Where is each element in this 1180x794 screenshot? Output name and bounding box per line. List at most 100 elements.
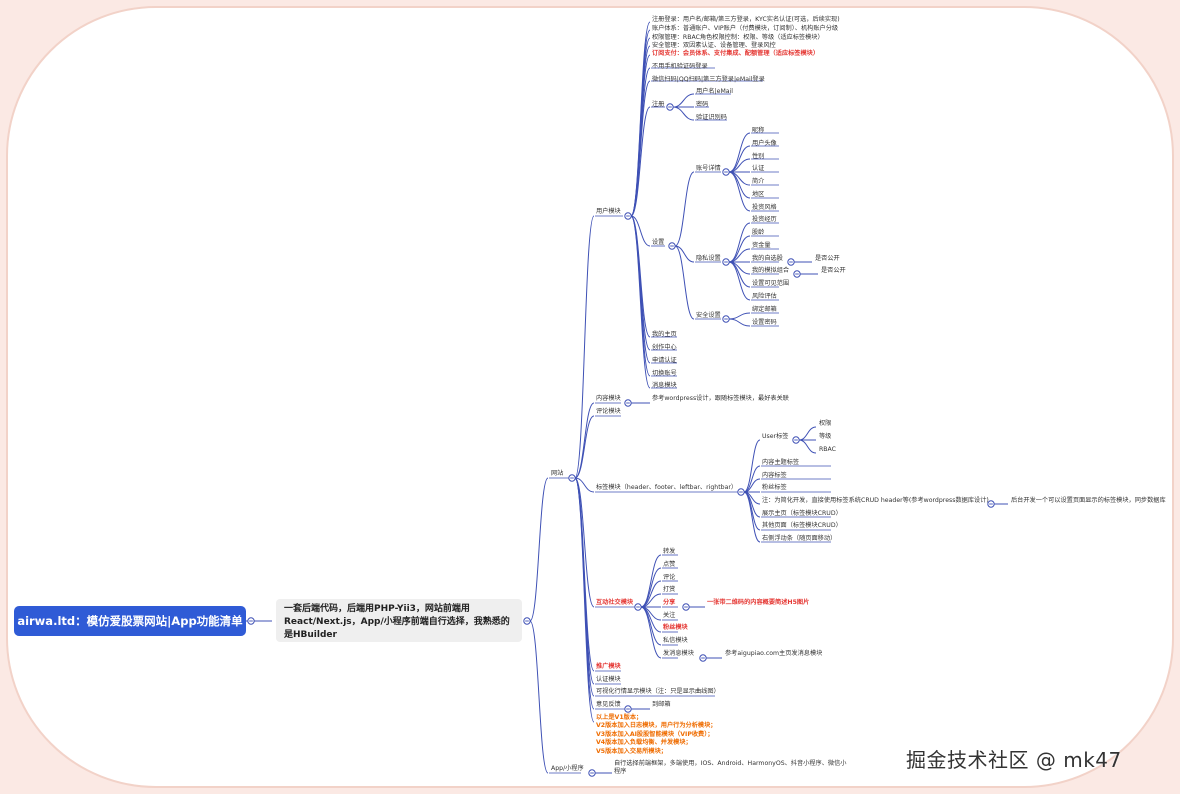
node-tag-item[interactable]: 展示主页（标签模块CRUD） [762, 510, 842, 517]
node-social-item[interactable]: 分享 [663, 599, 676, 606]
connector-line [728, 261, 751, 301]
node-privacy-item[interactable]: 设置可见范围 [752, 280, 790, 287]
node-tag-item[interactable]: 注：为简化开发，直接使用标签系统CRUD header等(参考wordpress… [762, 497, 989, 504]
node-social-item[interactable]: 评论 [663, 574, 676, 581]
node-register[interactable]: 注册 [652, 101, 665, 108]
node-security-item[interactable]: 设置密码 [752, 319, 777, 326]
node-tag-item[interactable]: 其他页面（标签模块CRUD） [762, 522, 842, 529]
summary-node[interactable]: 一套后端代码，后端用PHP-Yii3，网站前端用React/Next.js，Ap… [276, 599, 522, 642]
node-social-item[interactable]: 转发 [663, 548, 676, 555]
connector-line [630, 215, 651, 389]
node-reg-login[interactable]: 注册登录：用户名/邮箱/第三方登录，KYC实名认证(可选，后续实现) [652, 16, 840, 23]
node-subscribe[interactable]: 订阅支付：会员体系、支付集成、配额管理（适应标签模块） [652, 50, 820, 57]
node-user-other[interactable]: 切换账号 [652, 370, 677, 377]
connector-line [574, 477, 595, 723]
node-social-item[interactable]: 发消息模块 [663, 650, 694, 657]
connector-line [728, 171, 751, 212]
connector-line [574, 415, 595, 479]
node-account[interactable]: 账户体系：普通账户、VIP账户（付费模块，订阅制）、机构账户分级 [652, 25, 839, 32]
node-comment-module[interactable]: 评论模块 [596, 408, 621, 415]
node-verify-module[interactable]: 认证模块 [596, 676, 621, 683]
node-social-item[interactable]: 关注 [663, 612, 676, 619]
node-share-note[interactable]: 一张带二维码的内容概要简述H5图片 [707, 599, 810, 606]
node-tag-item[interactable]: 右侧浮动条（随页面移动） [762, 535, 837, 542]
node-account-detail[interactable]: 账号详情 [696, 165, 721, 172]
node-social-item[interactable]: 私信模块 [663, 637, 688, 644]
connector-line [798, 426, 817, 441]
node-settings[interactable]: 设置 [652, 239, 665, 246]
node-app[interactable]: App/小程序 [551, 765, 584, 772]
node-tag-item[interactable]: 粉丝标签 [762, 484, 787, 491]
app-desc-line: 程序 [614, 768, 627, 776]
node-reg-item[interactable]: 用户名|eMail [696, 88, 734, 95]
connector-line [743, 465, 761, 493]
connector-line [529, 477, 549, 622]
node-app-desc[interactable]: 自行选择前端框架，多端使用，IOS、Android、HarmonyOS、抖音小程… [614, 760, 847, 777]
node-security-item[interactable]: 绑定邮箱 [752, 306, 777, 313]
node-promo-module[interactable]: 推广模块 [596, 663, 621, 670]
connector-line [672, 93, 695, 108]
node-user-other[interactable]: 申请认证 [652, 357, 677, 364]
connector-line [743, 439, 761, 493]
node-content-module[interactable]: 内容模块 [596, 395, 621, 402]
node-privacy[interactable]: 隐私设置 [696, 255, 721, 262]
connector-line [728, 222, 751, 263]
connector-line [630, 215, 651, 247]
node-public[interactable]: 是否公开 [815, 255, 840, 262]
node-privacy-item[interactable]: 我的模拟组合 [752, 267, 790, 274]
node-account-item[interactable]: 简介 [752, 178, 765, 185]
node-visual-module[interactable]: 可视化行情显示模块（注：只是显示曲线图） [596, 688, 720, 695]
node-tag-item[interactable]: 内容标签 [762, 472, 787, 479]
node-social-item[interactable]: 打赏 [663, 586, 676, 593]
node-feedback-note[interactable]: 到邮箱 [652, 701, 671, 708]
node-backend-note[interactable]: 后台开发一个可以设置页面显示的标签模块，同步数据库 [1011, 497, 1166, 504]
node-privacy-item[interactable]: 我的自选股 [752, 255, 783, 262]
node-website[interactable]: 网站 [551, 470, 564, 477]
node-account-item[interactable]: 性别 [752, 153, 765, 160]
node-tag-item[interactable]: 内容主题标签 [762, 459, 800, 466]
node-msg-note[interactable]: 参考aigupiao.com主页发消息模块 [725, 650, 823, 657]
node-user-other[interactable]: 创作中心 [652, 344, 677, 351]
connector-line [743, 491, 761, 543]
node-user-tag[interactable]: User标签 [762, 433, 789, 440]
node-account-item[interactable]: 地区 [752, 191, 765, 198]
node-user-other[interactable]: 我的主页 [652, 331, 677, 338]
node-third-login[interactable]: 微信扫码|QQ扫码|第三方登录|eMail登录 [652, 76, 765, 83]
node-no-sms[interactable]: 不用手机验证码登录 [652, 63, 708, 70]
root-node[interactable]: airwa.ltd：模仿爱股票网站|App功能清单 [14, 606, 246, 636]
node-user-tag-item[interactable]: RBAC [819, 446, 836, 453]
version-line: V2版本加入日志模块，用户行为分析模块； [596, 722, 717, 730]
node-public[interactable]: 是否公开 [821, 267, 846, 274]
node-privacy-item[interactable]: 资金量 [752, 242, 771, 249]
node-social-item[interactable]: 点赞 [663, 561, 676, 568]
node-rbac[interactable]: 权限管理：RBAC角色权限控制：权限、等级（适应标签模块） [652, 34, 824, 41]
version-line: V3版本加入AI股股智能模块（VIP收费）； [596, 730, 714, 738]
node-account-item[interactable]: 投资风格 [752, 204, 777, 211]
node-reg-item[interactable]: 验证识别码 [696, 114, 727, 121]
node-social-item[interactable]: 粉丝模块 [663, 624, 688, 631]
connector-line [640, 606, 662, 659]
node-security[interactable]: 安全管理：双因素认证、设备管理、登录风控 [652, 42, 776, 49]
node-feedback[interactable]: 意见反馈 [596, 701, 621, 708]
node-account-item[interactable]: 认证 [752, 165, 765, 172]
connector-line [640, 554, 662, 608]
node-reg-item[interactable]: 密码 [696, 101, 709, 108]
node-privacy-item[interactable]: 风险评估 [752, 293, 777, 300]
node-user-other[interactable]: 消息模块 [652, 382, 677, 389]
node-social-module[interactable]: 互动社交模块 [596, 599, 634, 606]
node-tag-module[interactable]: 标签模块（header、footer、leftbar、rightbar） [596, 484, 738, 491]
node-user-tag-item[interactable]: 权限 [819, 420, 832, 427]
node-account-item[interactable]: 昵称 [752, 127, 765, 134]
watermark: 掘金技术社区 @ mk47 [906, 748, 1122, 772]
node-privacy-item[interactable]: 股龄 [752, 229, 765, 236]
node-versions[interactable]: 以上是V1版本； V2版本加入日志模块，用户行为分析模块； V3版本加入AI股股… [596, 714, 716, 756]
node-account-item[interactable]: 用户头像 [752, 140, 777, 147]
node-security-settings[interactable]: 安全设置 [696, 312, 721, 319]
node-user-tag-item[interactable]: 等级 [819, 433, 832, 440]
connector-line [728, 261, 751, 288]
node-privacy-item[interactable]: 投资经历 [752, 216, 777, 223]
node-user-module[interactable]: 用户模块 [596, 208, 621, 215]
node-content-note[interactable]: 参考wordpress设计，跟随标签模块，最好表关联 [652, 395, 789, 402]
